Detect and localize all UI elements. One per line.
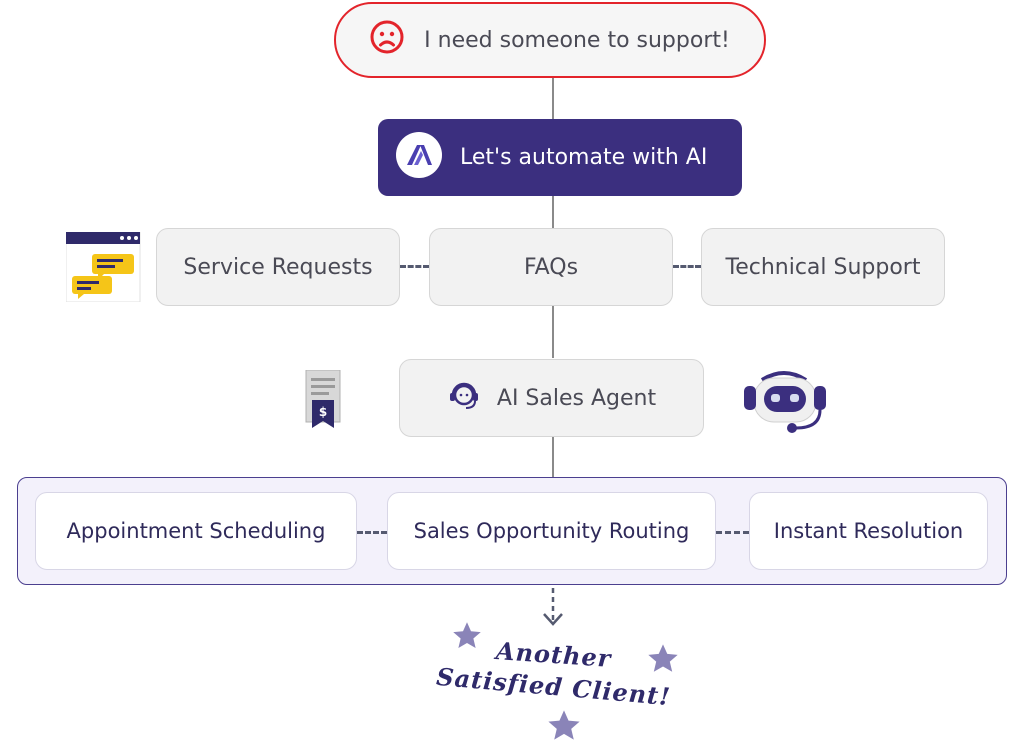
appointment-scheduling-label: Appointment Scheduling [66,519,326,543]
invoice-dollar-icon: $ [302,369,344,434]
instant-resolution-label: Instant Resolution [773,519,964,543]
ai-sales-agent-label: AI Sales Agent [496,385,657,411]
automate-ai-text: Let's automate with AI [460,145,708,170]
chat-window-icon [65,231,142,306]
faqs-label: FAQs [523,254,579,280]
arrow-down-icon [540,588,566,634]
connector-faqs-to-agent [552,306,554,358]
support-request-pill: I need someone to support! [334,2,766,78]
technical-support-box: Technical Support [701,228,945,306]
connector-agent-to-group [552,437,554,477]
dash-faqs-technical [673,265,701,268]
sales-opportunity-routing-label: Sales Opportunity Routing [413,519,690,543]
connector-ai-to-faqs [552,196,554,228]
service-requests-label: Service Requests [183,254,373,280]
connector-top [552,78,554,120]
dash-service-faqs [400,265,429,268]
dash-appointment-routing [357,531,387,534]
closing-line-2: Satisfied Client! [435,661,672,712]
robot-headset-icon [740,360,830,440]
support-request-text: I need someone to support! [424,27,730,53]
appointment-scheduling-box: Appointment Scheduling [35,492,357,570]
star-icon [547,709,581,747]
instant-resolution-box: Instant Resolution [749,492,988,570]
dash-routing-resolution [716,531,749,534]
automate-ai-box: Let's automate with AI [378,119,742,196]
headset-person-icon [447,378,481,418]
ai-logo-icon [396,131,442,184]
service-requests-box: Service Requests [156,228,400,306]
sad-face-icon [370,20,404,60]
sales-opportunity-routing-box: Sales Opportunity Routing [387,492,716,570]
ai-sales-agent-box: AI Sales Agent [399,359,704,437]
star-icon [452,621,482,655]
faqs-box: FAQs [429,228,673,306]
star-icon [647,643,679,679]
technical-support-label: Technical Support [725,254,921,280]
svg-text:$: $ [319,405,327,419]
